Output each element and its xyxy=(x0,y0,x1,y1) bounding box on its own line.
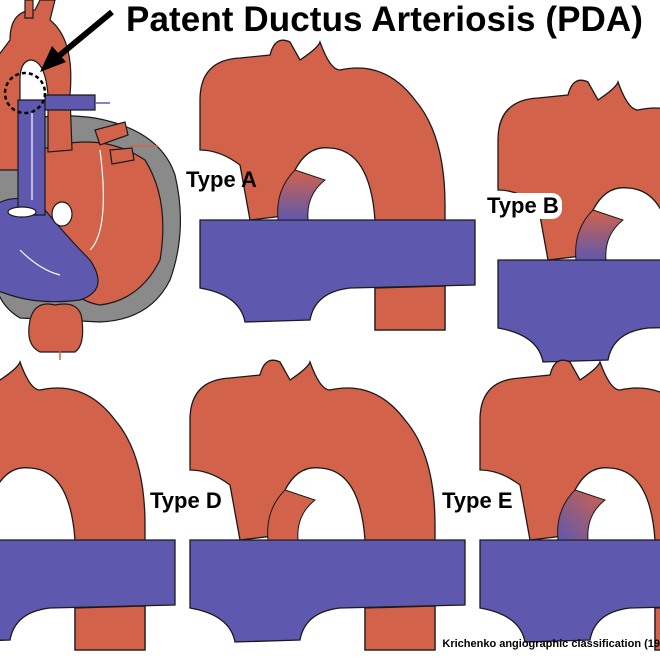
type-a-label: Type A xyxy=(186,167,257,193)
page-title: Patent Ductus Arteriosis (PDA) xyxy=(126,0,643,40)
descending-aorta xyxy=(75,606,145,650)
type-d-label: Type D xyxy=(150,488,222,514)
pulmonary-artery xyxy=(480,540,660,642)
panel-type-d xyxy=(190,360,465,650)
panel-type-c xyxy=(0,360,175,650)
type-e-label: Type E xyxy=(442,488,513,514)
heart-icon xyxy=(0,0,180,360)
panel-type-b xyxy=(498,80,660,370)
footer-citation: Krichenko angiographic classification (1… xyxy=(442,638,660,650)
descending-aorta xyxy=(375,286,445,330)
descending-aorta xyxy=(365,606,435,650)
type-b-label: Type B xyxy=(484,193,562,219)
pulmonary-artery xyxy=(498,260,660,362)
